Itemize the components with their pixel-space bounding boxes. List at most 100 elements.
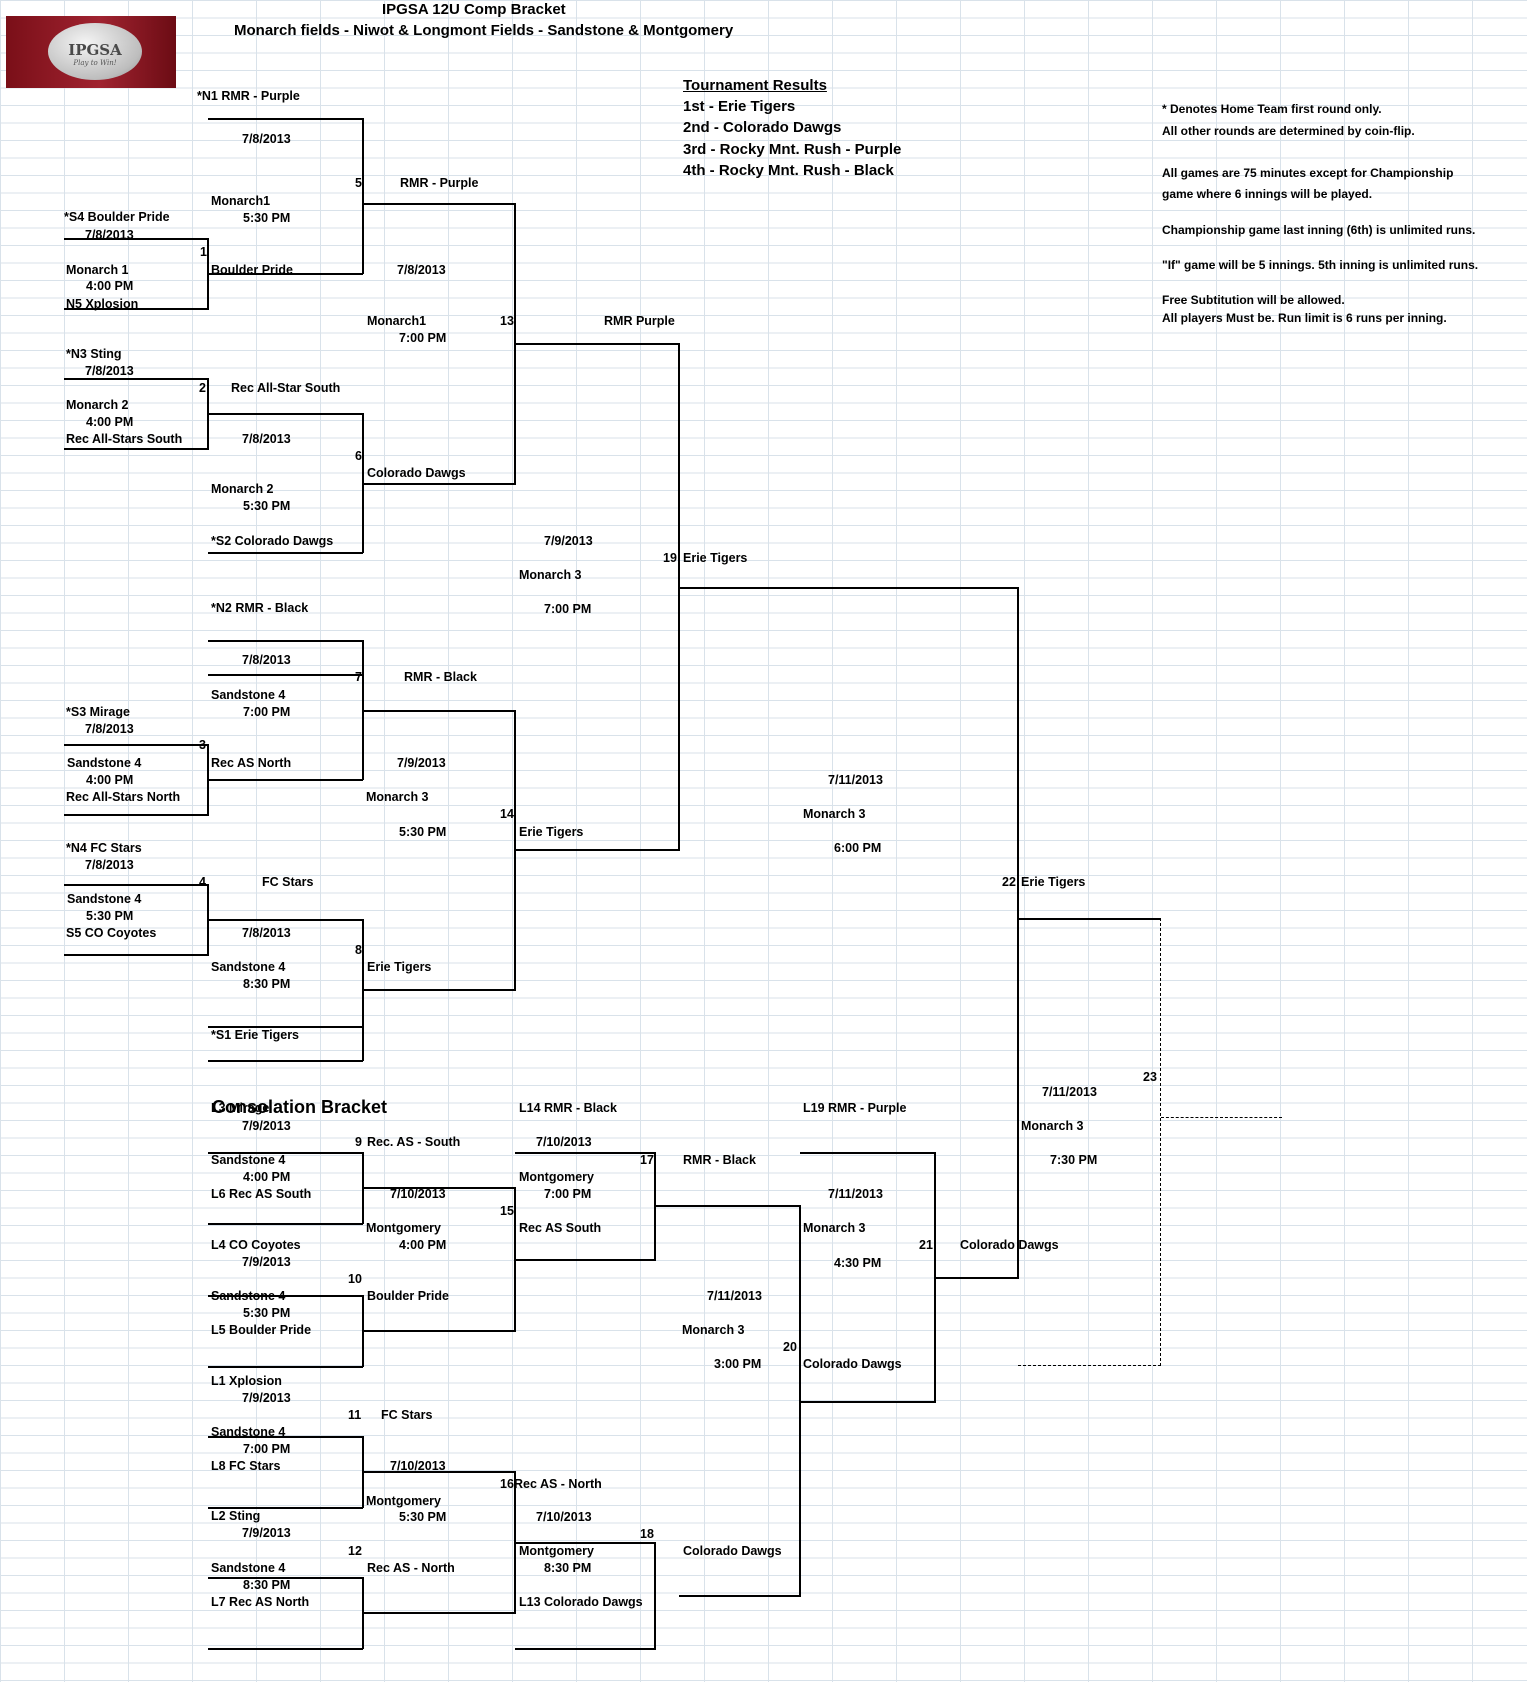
bracket-label: 7/11/2013 xyxy=(1042,1085,1097,1099)
bracket-label: 7/8/2013 xyxy=(242,926,291,940)
bracket-label: Monarch 3 xyxy=(803,807,866,821)
bracket-label: 4:30 PM xyxy=(834,1256,882,1270)
bracket-label: 5:30 PM xyxy=(243,211,291,225)
game-number: 17 xyxy=(640,1153,654,1167)
bracket-line xyxy=(363,989,516,991)
bracket-line xyxy=(207,744,209,815)
bracket-line xyxy=(208,118,363,120)
bracket-label: 7:00 PM xyxy=(399,331,447,345)
bracket-label: 4:00 PM xyxy=(243,1170,291,1184)
bracket-line xyxy=(799,1205,801,1596)
bracket-label: 7/11/2013 xyxy=(707,1289,762,1303)
game-number: 5 xyxy=(355,176,362,190)
bracket-line xyxy=(515,343,680,345)
bracket-label: 7/8/2013 xyxy=(85,722,134,736)
bracket-line xyxy=(1018,1365,1161,1366)
game-number: 20 xyxy=(783,1340,797,1354)
game-number: 8 xyxy=(355,943,362,957)
bracket-label: Sandstone 4 xyxy=(67,892,142,906)
bracket-label: L7 Rec AS North xyxy=(211,1595,310,1609)
bracket-line xyxy=(207,238,209,309)
bracket-label: Monarch 3 xyxy=(682,1323,745,1337)
bracket-line xyxy=(515,1648,656,1650)
bracket-label: Montgomery xyxy=(366,1494,441,1508)
bracket-label: *N2 RMR - Black xyxy=(211,601,309,615)
bracket-label: 7:00 PM xyxy=(544,602,592,616)
bracket-line xyxy=(800,1401,936,1403)
bracket-line xyxy=(678,343,680,850)
note-championship-runs: Championship game last inning (6th) is u… xyxy=(1162,223,1476,237)
bracket-label: 7/9/2013 xyxy=(242,1391,291,1405)
bracket-label: L19 RMR - Purple xyxy=(803,1101,907,1115)
bracket-line xyxy=(679,587,1019,589)
bracket-line xyxy=(208,1152,363,1154)
bracket-line xyxy=(1161,1117,1282,1118)
bracket-label: Rec All-Stars North xyxy=(66,790,181,804)
game-number: 11 xyxy=(348,1408,362,1422)
bracket-line xyxy=(208,552,363,554)
bracket-label: L5 Boulder Pride xyxy=(211,1323,312,1337)
bracket-label: RMR - Black xyxy=(404,670,477,684)
bracket-label: 7/8/2013 xyxy=(242,653,291,667)
bracket-label: Boulder Pride xyxy=(367,1289,449,1303)
bracket-label: 7/10/2013 xyxy=(536,1135,592,1149)
logo-tagline: Play to Win! xyxy=(73,59,117,67)
bracket-label: Monarch 3 xyxy=(803,1221,866,1235)
note-home-team: * Denotes Home Team first round only. xyxy=(1162,102,1382,116)
bracket-line xyxy=(208,1366,363,1368)
bracket-line xyxy=(363,710,516,712)
bracket-line xyxy=(363,1187,516,1189)
bracket-line xyxy=(64,744,209,746)
bracket-line xyxy=(208,1223,363,1225)
bracket-line xyxy=(64,238,209,240)
game-number: 2 xyxy=(199,381,206,395)
bracket-label: Sandstone 4 xyxy=(211,1425,286,1439)
bracket-label: 7/9/2013 xyxy=(242,1119,291,1133)
bracket-label: Montgomery xyxy=(366,1221,441,1235)
result-first: 1st - Erie Tigers xyxy=(683,98,796,115)
bracket-label: Erie Tigers xyxy=(367,960,432,974)
bracket-line xyxy=(934,1277,1019,1279)
bracket-label: Rec AS North xyxy=(211,756,292,770)
page-subtitle: Monarch fields - Niwot & Longmont Fields… xyxy=(234,22,734,39)
bracket-label: Sandstone 4 xyxy=(211,1153,286,1167)
bracket-line xyxy=(515,849,680,851)
bracket-line xyxy=(208,779,363,781)
game-number: 13 xyxy=(500,314,514,328)
bracket-label: *N1 RMR - Purple xyxy=(197,89,300,103)
game-number: 12 xyxy=(348,1544,362,1558)
bracket-label: 3:00 PM xyxy=(714,1357,762,1371)
bracket-line xyxy=(654,1542,656,1649)
bracket-label: 7/8/2013 xyxy=(397,263,446,277)
note-substitution: Free Subtitution will be allowed. xyxy=(1162,293,1345,307)
bracket-label: *S2 Colorado Dawgs xyxy=(211,534,334,548)
bracket-label: 7/10/2013 xyxy=(536,1510,592,1524)
bracket-line xyxy=(362,118,364,274)
bracket-label: *S4 Boulder Pride xyxy=(64,210,170,224)
bracket-label: Monarch1 xyxy=(367,314,427,328)
bracket-label: Monarch 3 xyxy=(519,568,582,582)
game-number: 22 xyxy=(1002,875,1016,889)
bracket-label: Colorado Dawgs xyxy=(803,1357,902,1371)
bracket-label: Rec AS - North xyxy=(367,1561,455,1575)
bracket-line xyxy=(515,1152,656,1154)
bracket-line xyxy=(515,1542,656,1544)
bracket-label: Rec All-Stars South xyxy=(66,432,183,446)
bracket-label: *S3 Mirage xyxy=(66,705,130,719)
bracket-line xyxy=(363,1612,516,1614)
bracket-line xyxy=(208,919,363,921)
bracket-label: Erie Tigers xyxy=(1021,875,1086,889)
game-number: 9 xyxy=(355,1135,362,1149)
bracket-label: N5 Xplosion xyxy=(66,297,139,311)
bracket-label: 8:30 PM xyxy=(243,1578,291,1592)
bracket-line xyxy=(208,1060,363,1062)
bracket-label: Sandstone 4 xyxy=(211,1561,286,1575)
bracket-label: 7/9/2013 xyxy=(397,756,446,770)
bracket-line xyxy=(208,674,363,676)
bracket-line xyxy=(363,1330,516,1332)
bracket-line xyxy=(1160,918,1161,1366)
bracket-label: *N3 Sting xyxy=(66,347,122,361)
bracket-label: 7/11/2013 xyxy=(828,1187,883,1201)
bracket-label: Monarch 2 xyxy=(211,482,274,496)
bracket-label: 5:30 PM xyxy=(399,1510,447,1524)
